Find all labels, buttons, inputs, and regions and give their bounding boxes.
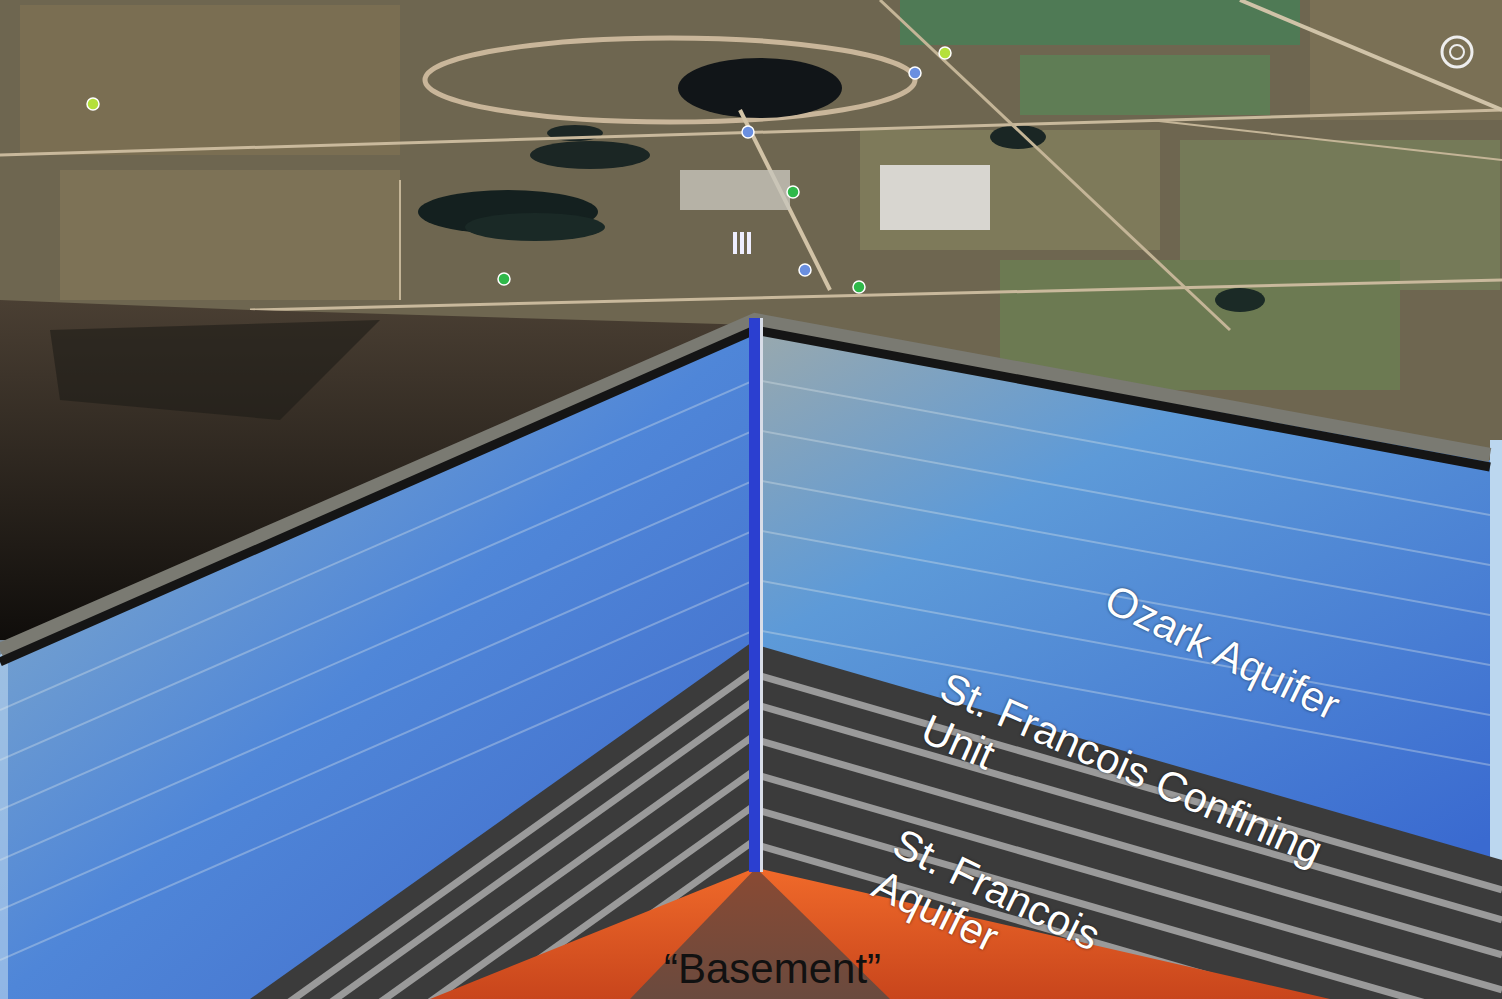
well-pipe (749, 318, 760, 872)
well-icon (733, 232, 751, 254)
basement-label: “Basement” (664, 946, 924, 992)
compass-icon (1442, 37, 1472, 67)
monitoring-dots (87, 47, 951, 293)
